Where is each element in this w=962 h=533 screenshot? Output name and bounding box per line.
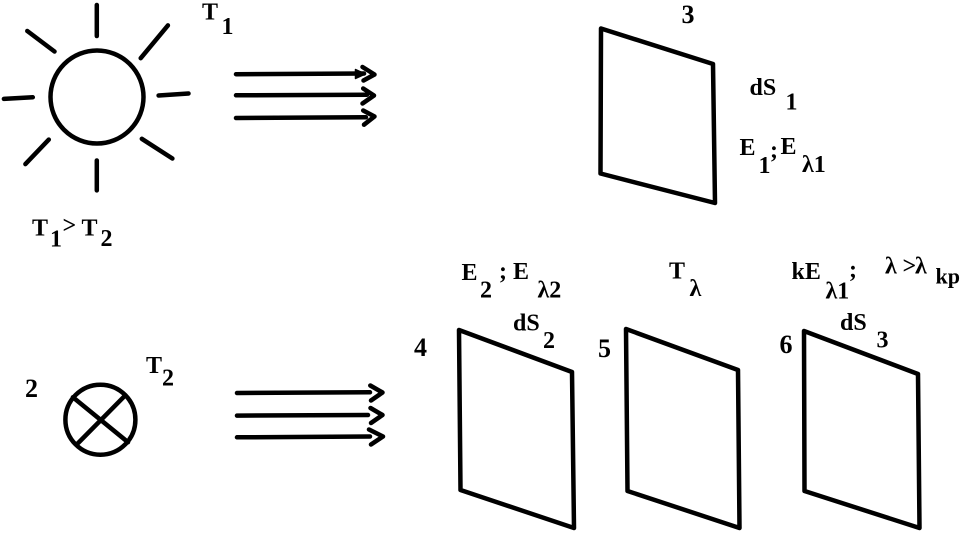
svg-text:2: 2 — [543, 328, 555, 354]
svg-text:λ2: λ2 — [538, 278, 562, 304]
svg-text:3: 3 — [877, 328, 889, 354]
svg-text:5: 5 — [598, 334, 611, 363]
svg-text:2: 2 — [480, 278, 492, 304]
svg-text:T: T — [202, 0, 218, 26]
svg-text:1: 1 — [786, 90, 798, 116]
svg-text:E: E — [740, 135, 756, 161]
svg-text:2: 2 — [25, 374, 38, 403]
svg-text:4: 4 — [414, 333, 427, 362]
svg-text:1: 1 — [50, 227, 62, 253]
svg-text:T: T — [32, 215, 48, 241]
svg-text:;: ; — [499, 259, 507, 285]
svg-text:>: > — [903, 253, 917, 279]
svg-text:2: 2 — [101, 226, 113, 252]
svg-text:T: T — [146, 353, 162, 379]
svg-text:kE: kE — [792, 259, 821, 285]
svg-text:λ1: λ1 — [826, 279, 850, 305]
svg-text:T: T — [669, 259, 685, 285]
svg-text:λ: λ — [885, 253, 897, 279]
svg-text:λ: λ — [915, 253, 927, 279]
svg-text:λ: λ — [690, 276, 702, 302]
svg-text:dS: dS — [513, 311, 540, 337]
svg-text:1: 1 — [222, 14, 234, 40]
svg-text:λ1: λ1 — [802, 152, 826, 178]
svg-text:3: 3 — [682, 0, 695, 29]
svg-text:6: 6 — [780, 330, 793, 359]
svg-text:E: E — [781, 134, 797, 160]
svg-text:1: 1 — [759, 153, 771, 179]
svg-text:E: E — [513, 259, 529, 285]
svg-text:;: ; — [849, 257, 857, 283]
svg-text:kp: kp — [936, 264, 960, 289]
svg-text:;: ; — [770, 138, 778, 164]
svg-text:dS: dS — [750, 75, 777, 101]
svg-text:dS: dS — [840, 310, 867, 336]
svg-text:>: > — [63, 213, 77, 239]
svg-text:E: E — [462, 260, 478, 286]
svg-text:2: 2 — [162, 366, 174, 392]
svg-text:T: T — [82, 215, 98, 241]
